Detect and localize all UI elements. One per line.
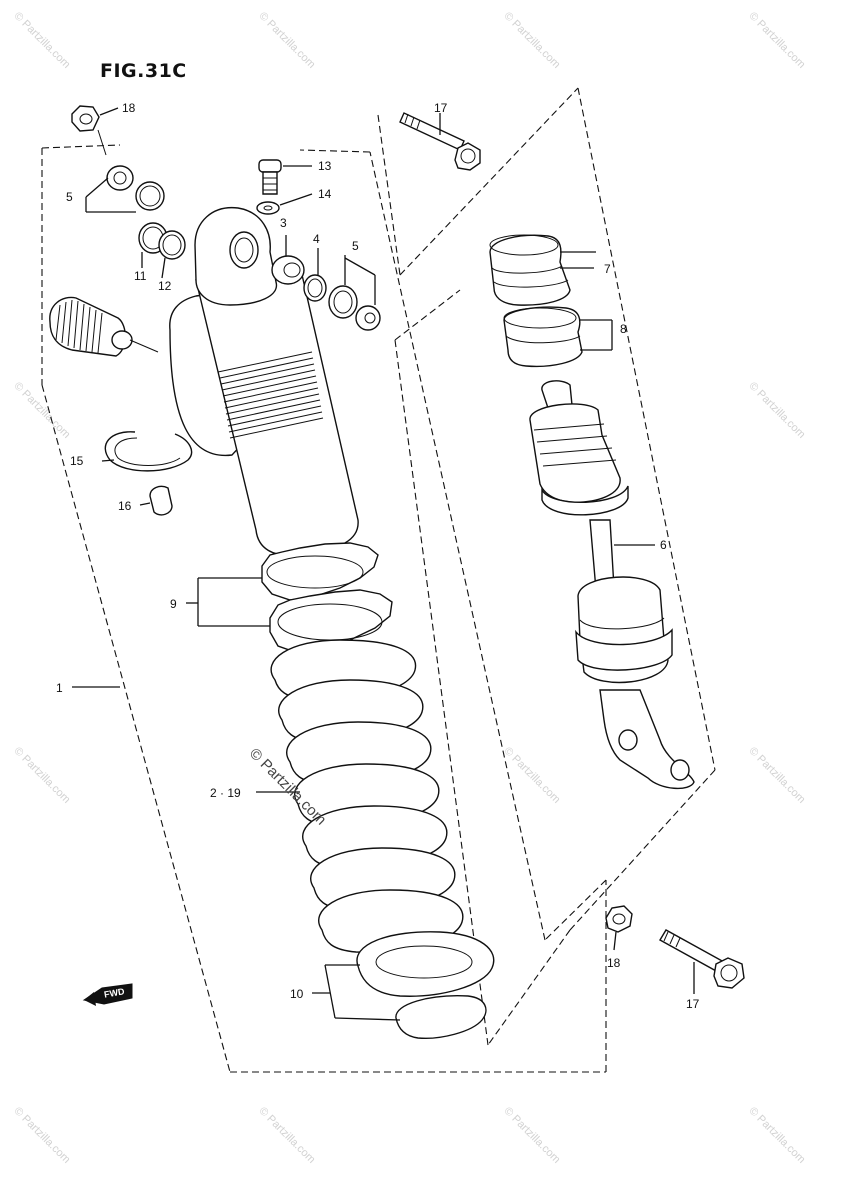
callout-4: 4 xyxy=(313,232,320,246)
callout-3: 3 xyxy=(280,216,287,230)
callout-9: 9 xyxy=(170,597,177,611)
nut-18-bottom xyxy=(605,905,633,933)
bolt-13 xyxy=(258,159,312,195)
figure-title: FIG.31C xyxy=(100,60,187,82)
reservoir-bladder xyxy=(49,296,159,357)
bump-rubber-7 xyxy=(489,234,571,306)
callout-5-right: 5 xyxy=(352,239,359,253)
collar-5-right xyxy=(328,255,381,331)
assembly-outline-left xyxy=(41,144,607,1073)
callout-18-bottom: 18 xyxy=(607,956,621,970)
spring-seat-10 xyxy=(356,931,495,1040)
callout-6: 6 xyxy=(660,538,667,552)
callout-8: 8 xyxy=(620,322,627,336)
callout-18-top: 18 xyxy=(122,101,136,115)
callout-14: 14 xyxy=(318,187,332,201)
callout-17-top: 17 xyxy=(434,101,448,115)
washer-14 xyxy=(256,193,313,215)
callout-16: 16 xyxy=(118,499,132,513)
callout-15: 15 xyxy=(70,454,84,468)
callout-7: 7 xyxy=(604,262,611,276)
callout-17-bottom: 17 xyxy=(686,997,700,1011)
cap-16 xyxy=(139,485,173,516)
o-rings-11-12 xyxy=(138,222,186,279)
o-ring-4 xyxy=(303,274,327,302)
collar-5-left xyxy=(85,165,165,213)
threads xyxy=(217,351,324,439)
spacer-8 xyxy=(503,306,583,368)
callout-13: 13 xyxy=(318,159,332,173)
bolt-17-top xyxy=(399,112,481,171)
shock-body xyxy=(169,207,359,557)
coil-spring xyxy=(270,639,464,953)
callout-1: 1 xyxy=(56,681,63,695)
nut-18-top xyxy=(71,105,119,156)
fwd-arrow-icon xyxy=(82,983,133,1006)
damper-rod-6 xyxy=(529,380,695,789)
circlip-15 xyxy=(101,431,193,472)
callout-2-19: 2 · 19 xyxy=(210,786,241,800)
bolt-17-bottom xyxy=(659,929,745,994)
callout-11: 11 xyxy=(134,269,147,283)
callout-12: 12 xyxy=(158,279,172,293)
callout-10: 10 xyxy=(290,987,304,1001)
callout-5-left: 5 xyxy=(66,190,73,204)
assembly-outline-right xyxy=(377,87,716,1046)
leader-lines xyxy=(72,235,655,1021)
lock-nuts-9 xyxy=(261,542,393,653)
